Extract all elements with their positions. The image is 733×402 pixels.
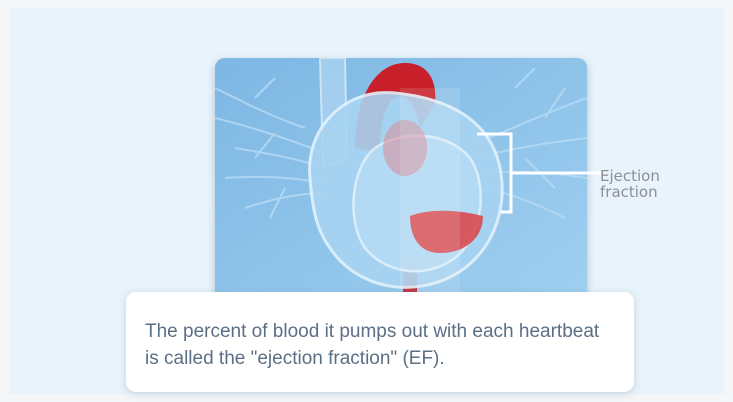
caption-line-1: The percent of blood it pumps out with e… (145, 318, 625, 345)
caption-line-2: is called the "ejection fraction" (EF). (145, 345, 625, 372)
annotation-line-1: Ejection (600, 168, 690, 184)
heart-illustration-panel (215, 58, 587, 302)
heart-illustration (215, 58, 587, 302)
ejection-fraction-label: Ejection fraction (600, 168, 690, 200)
annotation-line-2: fraction (600, 184, 690, 200)
caption-card: The percent of blood it pumps out with e… (126, 292, 634, 392)
caption-text: The percent of blood it pumps out with e… (145, 318, 625, 372)
annotation-leader-line (587, 171, 601, 177)
